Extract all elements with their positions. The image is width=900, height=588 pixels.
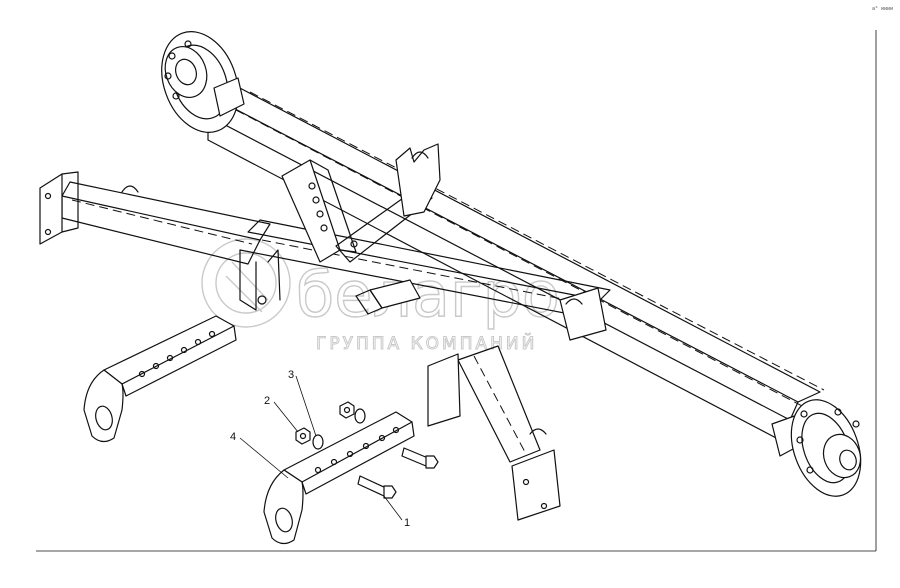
svg-text:4: 4 bbox=[230, 431, 236, 443]
left-towbar bbox=[83, 315, 237, 443]
callout-4: 4 bbox=[230, 431, 289, 479]
bolt-1 bbox=[357, 475, 387, 497]
callout-3: 3 bbox=[288, 369, 317, 437]
nut-2 bbox=[339, 401, 355, 419]
center-frame bbox=[239, 219, 611, 341]
hitch-bracket bbox=[281, 159, 358, 263]
svg-text:2: 2 bbox=[264, 395, 270, 407]
fasteners bbox=[295, 401, 366, 450]
washer-2 bbox=[354, 408, 366, 424]
bolts bbox=[357, 447, 439, 499]
frame-border bbox=[36, 30, 877, 552]
right-arm bbox=[427, 345, 561, 521]
washer-1 bbox=[312, 434, 324, 450]
bolt-2 bbox=[401, 447, 429, 467]
left-arm bbox=[39, 171, 271, 265]
callouts: 1 2 3 4 bbox=[230, 369, 410, 529]
exploded-towbar bbox=[263, 411, 415, 545]
svg-text:3: 3 bbox=[288, 369, 294, 381]
callout-2: 2 bbox=[264, 395, 299, 433]
right-wheel-hub bbox=[771, 399, 862, 497]
left-wheel-hub bbox=[161, 31, 245, 133]
watermark-tagline: ГРУППА КОМПАНИЙ bbox=[316, 332, 537, 354]
corner-mark: a° ииии bbox=[872, 6, 893, 12]
center-plate bbox=[355, 279, 421, 315]
diagonal-brace bbox=[335, 143, 441, 263]
callout-1: 1 bbox=[383, 495, 410, 529]
svg-text:1: 1 bbox=[404, 517, 410, 529]
nut-1 bbox=[295, 427, 311, 445]
